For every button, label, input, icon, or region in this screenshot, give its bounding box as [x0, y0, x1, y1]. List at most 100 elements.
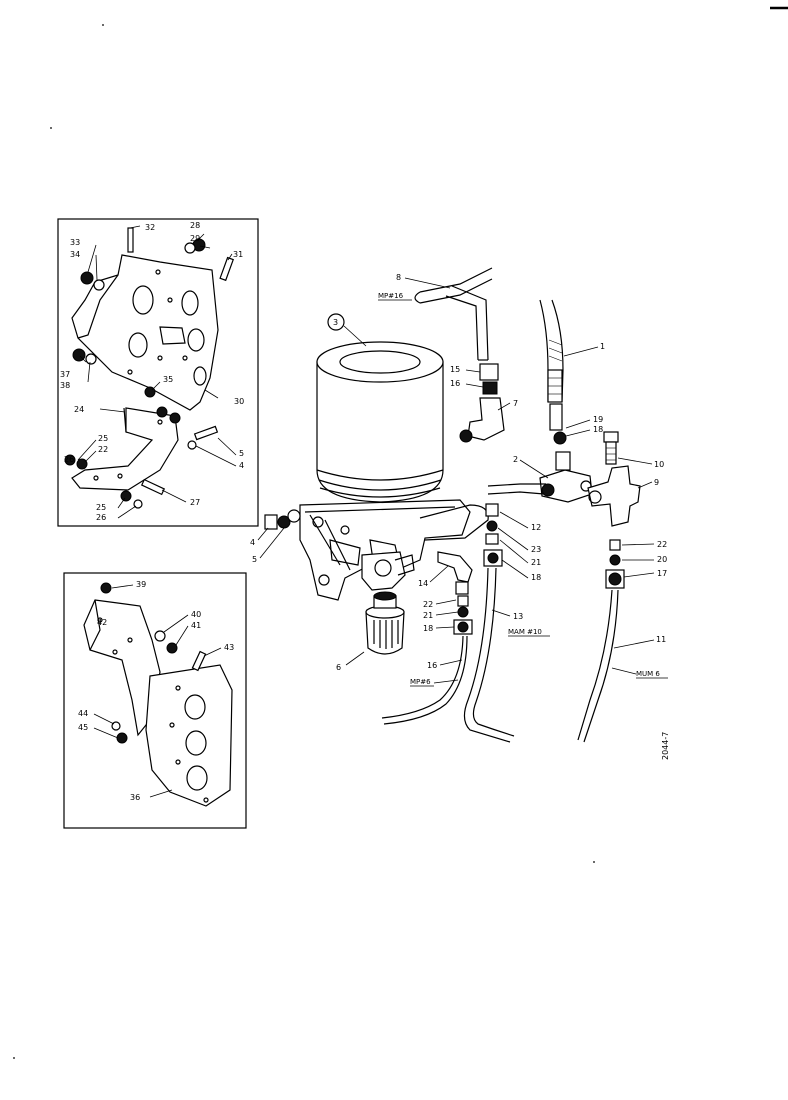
hose-11-b [583, 589, 619, 743]
leader-3 [343, 325, 367, 347]
bracket-plate-lower [145, 664, 233, 807]
hose-16 [381, 635, 464, 719]
leader-1 [563, 346, 599, 357]
speck [102, 24, 104, 26]
leader-19 [565, 419, 591, 429]
plate-slot [159, 326, 186, 345]
inset-frame-lower [63, 572, 247, 829]
callout-22-right: 22 [657, 540, 667, 549]
callout-11: 11 [656, 635, 666, 644]
nut-26 [64, 454, 76, 466]
callout-25: 25 [98, 434, 108, 443]
callout-21: 21 [531, 558, 541, 567]
callout-23: 23 [531, 545, 541, 554]
lower-plate-bolt [203, 797, 209, 803]
arm-hole [97, 617, 103, 623]
bolt-32 [127, 227, 134, 253]
lower-plate-hole [186, 765, 208, 791]
callout-2: 2 [513, 455, 518, 464]
plate-bolt-hole [127, 369, 133, 375]
leader-mp6 [433, 679, 459, 684]
leader-4 [257, 527, 269, 541]
callout-16-hose: 16 [427, 661, 437, 670]
callout-20: 20 [657, 555, 667, 564]
plate-hole [181, 290, 199, 316]
dryer-base [299, 499, 489, 601]
bolt-5 [193, 425, 219, 441]
nut-41 [166, 642, 178, 654]
leader-15 [465, 369, 481, 373]
callout-3-ring [327, 313, 345, 331]
leader-18-top [565, 429, 591, 437]
lower-plate-hole [185, 730, 207, 756]
callout-27: 27 [190, 498, 200, 507]
leader-14 [429, 565, 449, 583]
leader-5 [259, 527, 285, 559]
nut-mid2 [169, 412, 181, 424]
leader-17 [623, 572, 655, 578]
callout-15: 15 [450, 365, 460, 374]
hose-code-mam10: MAM #10 [508, 628, 542, 636]
leader-21-left [435, 611, 459, 616]
callout-22-left: 22 [423, 600, 433, 609]
callout-38: 38 [60, 381, 70, 390]
fitting-stack-right [605, 539, 625, 589]
leader-8 [404, 277, 451, 289]
bolt-27 [140, 478, 166, 496]
hose-1 [539, 299, 567, 445]
callout-16: 16 [450, 379, 460, 388]
arm-hole [112, 649, 118, 655]
lower-plate-hole [184, 694, 206, 720]
leader-16 [465, 383, 484, 388]
washer-34 [93, 279, 105, 291]
tee-fitting-9 [587, 465, 641, 527]
speck [50, 127, 52, 129]
callout-44: 44 [78, 709, 88, 718]
callout-7: 7 [513, 399, 518, 408]
inset-lower-bracket: 39 40 41 42 43 44 45 36 [63, 572, 247, 829]
callout-34: 34 [70, 250, 80, 259]
callout-10: 10 [654, 460, 664, 469]
callout-25b: 25 [96, 503, 106, 512]
callout-36: 36 [130, 793, 140, 802]
callout-24: 24 [74, 405, 84, 414]
leader-2 [519, 459, 549, 479]
hose-code-mp16: MP#16 [378, 292, 404, 300]
callout-5: 5 [239, 449, 244, 458]
bracket-hole [117, 473, 123, 479]
washer-38 [85, 353, 97, 365]
leader-7 [497, 402, 511, 411]
leaders-upper [77, 225, 237, 519]
elbow-14 [437, 551, 473, 595]
main-assembly: 3 [250, 267, 668, 743]
plate-side-flange [77, 274, 119, 339]
inset-upper-bracket: 32 28 29 31 33 34 30 37 38 35 24 5 4 25 … [57, 218, 259, 527]
leader-22-left [435, 599, 457, 605]
callout-14: 14 [418, 579, 428, 588]
tee-fitting-2 [539, 451, 593, 503]
connector-pipe [487, 483, 546, 487]
leader-16-hose [439, 659, 463, 666]
fitting-10 [603, 431, 619, 465]
fitting-stack-middle [483, 503, 503, 567]
callout-6: 6 [336, 663, 341, 672]
leader-mum6 [611, 667, 637, 675]
washer-29 [184, 242, 196, 254]
nut-22 [76, 458, 88, 470]
callout-8: 8 [396, 273, 401, 282]
callout-21-left: 21 [423, 611, 433, 620]
leaders-lower [93, 584, 222, 798]
callout-43: 43 [224, 643, 234, 652]
callout-4-main: 4 [250, 538, 255, 547]
callout-41: 41 [191, 621, 201, 630]
callout-18-mid: 18 [531, 573, 541, 582]
fitting-15-16 [459, 363, 505, 443]
leader-12 [499, 511, 529, 529]
hose-13-b [472, 567, 515, 737]
callout-45: 45 [78, 723, 88, 732]
callout-17: 17 [657, 569, 667, 578]
bracket-hole [157, 419, 163, 425]
leader-10 [617, 457, 653, 465]
leader-6 [345, 651, 365, 666]
callout-28: 28 [190, 221, 200, 230]
